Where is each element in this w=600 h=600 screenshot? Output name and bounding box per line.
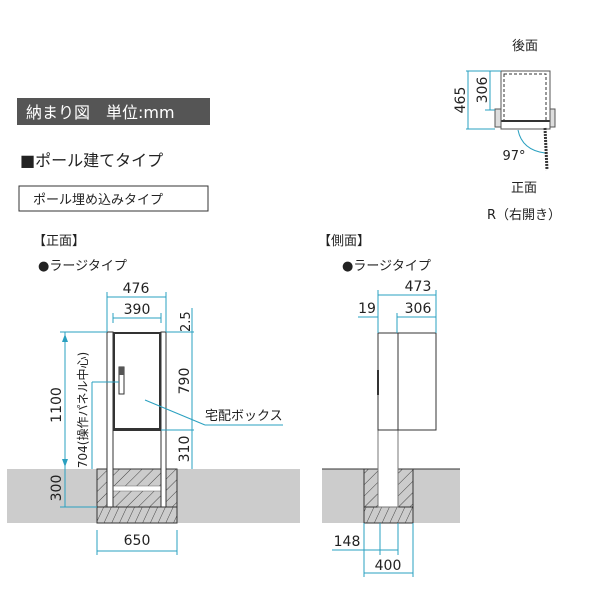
dim-650: 650 (124, 533, 151, 549)
side-size: ●ラージタイプ (342, 259, 431, 274)
dim-400: 400 (375, 558, 402, 574)
front-label: 正面 (511, 181, 537, 196)
dim-310: 310 (177, 436, 193, 463)
side-heading: 【側面】 (318, 234, 370, 249)
dim-1100: 1100 (49, 387, 65, 423)
foundation-base-side (363, 506, 414, 524)
plan-box (500, 70, 551, 130)
header-bar (17, 98, 210, 125)
side-dimensions (332, 290, 437, 577)
dim-476: 476 (123, 281, 150, 297)
dim-306: 306 (405, 301, 432, 317)
pole-left (106, 331, 114, 508)
dim-790: 790 (177, 368, 193, 395)
front-size: ●ラージタイプ (38, 259, 127, 274)
dim-306-plan: 306 (475, 77, 491, 104)
header-title: 納まり図 単位:mm (26, 103, 175, 122)
dim-2-5: 2.5 (179, 311, 194, 332)
dim-300: 300 (49, 475, 65, 502)
dim-704: 704(操作パネル中心) (75, 352, 90, 468)
section-title: ■ポール建てタイプ (20, 151, 163, 170)
dim-465: 465 (453, 87, 469, 114)
back-label: 後面 (512, 39, 538, 54)
dim-19: 19 (358, 301, 376, 317)
callout-delivery-box: 宅配ボックス (205, 409, 283, 424)
hinge-label: R（右開き） (487, 208, 561, 223)
pole-right (160, 331, 167, 508)
dim-390: 390 (124, 302, 151, 318)
foundation-base-front (96, 506, 178, 524)
plan-dimensions (466, 70, 501, 130)
delivery-box-side (377, 332, 437, 431)
front-dimensions (60, 292, 283, 555)
dim-148: 148 (334, 534, 361, 550)
front-heading: 【正面】 (33, 234, 85, 249)
dim-473: 473 (405, 279, 432, 295)
subtype-box (18, 185, 209, 212)
subtype-label: ポール埋め込みタイプ (33, 193, 163, 208)
angle-97: 97° (502, 149, 525, 164)
